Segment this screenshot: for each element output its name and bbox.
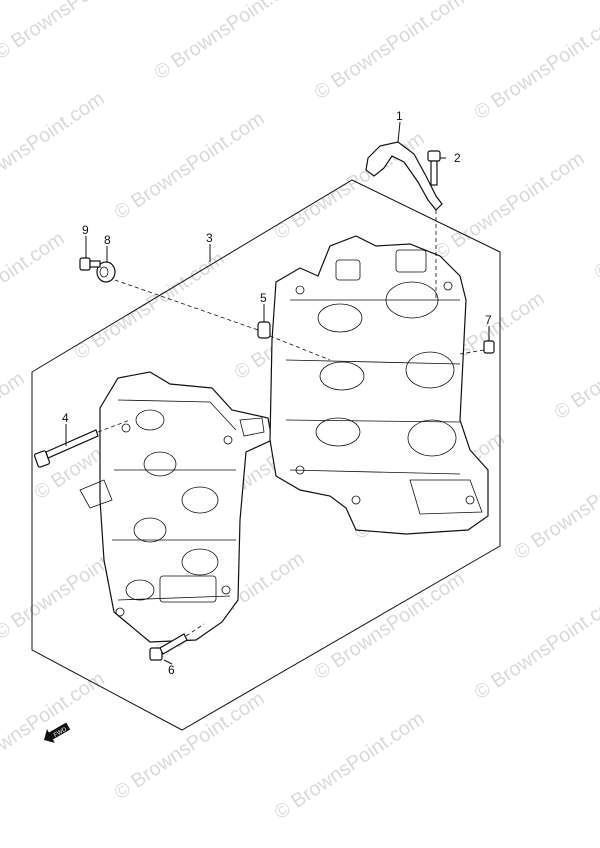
callout-6: 6 <box>168 663 175 677</box>
callout-8: 8 <box>104 233 111 247</box>
watermark-text: © BrownsPoint.com <box>590 168 600 285</box>
watermark-text: © BrownsPoint.com <box>110 108 268 225</box>
bolt-part-6 <box>149 633 188 661</box>
callout-labels: 1 2 3 4 5 6 7 8 9 <box>62 109 492 677</box>
watermark-text: © BrownsPoint.com <box>0 0 149 64</box>
watermark-text: © BrownsPoint.com <box>310 568 468 685</box>
watermark-text: © BrownsPoint.com <box>0 228 69 345</box>
assembly-frame <box>31 179 501 731</box>
pin-part-7 <box>483 340 495 354</box>
watermark-text: © BrownsPoint.com <box>310 0 468 104</box>
callout-3: 3 <box>206 231 213 245</box>
callout-7: 7 <box>485 313 492 327</box>
callout-9: 9 <box>82 223 89 237</box>
bolt-part-2 <box>427 150 441 186</box>
watermark-text: © BrownsPoint.com <box>0 668 109 785</box>
cylinder-block <box>269 235 489 535</box>
cap-part-8 <box>96 261 116 283</box>
dowel-part-5 <box>257 321 271 339</box>
watermark-text: © BrownsPoint.com <box>150 0 308 84</box>
watermark-text: © BrownsPoint.com <box>470 8 600 125</box>
watermark-text: © BrownsPoint.com <box>270 708 428 825</box>
watermark-text: © BrownsPoint.com <box>270 128 428 245</box>
watermark-text: © BrownsPoint.com <box>550 308 600 425</box>
crankcase-front-half <box>79 371 273 643</box>
bolt-part-9 <box>79 257 101 271</box>
watermark-text: © BrownsPoint.com <box>470 588 600 705</box>
callout-1: 1 <box>396 109 403 123</box>
callout-4: 4 <box>62 411 69 425</box>
leader-lines <box>65 121 490 665</box>
callout-5: 5 <box>260 291 267 305</box>
watermark-text: © BrownsPoint.com <box>0 88 109 205</box>
bracket-part-1 <box>365 141 443 211</box>
watermark-text: © BrownsPoint.com <box>0 368 29 485</box>
watermark-text: © BrownsPoint.com <box>510 448 600 565</box>
bolt-part-4 <box>33 429 99 468</box>
callout-2: 2 <box>454 151 461 165</box>
watermark-text: © BrownsPoint.com <box>430 148 588 265</box>
